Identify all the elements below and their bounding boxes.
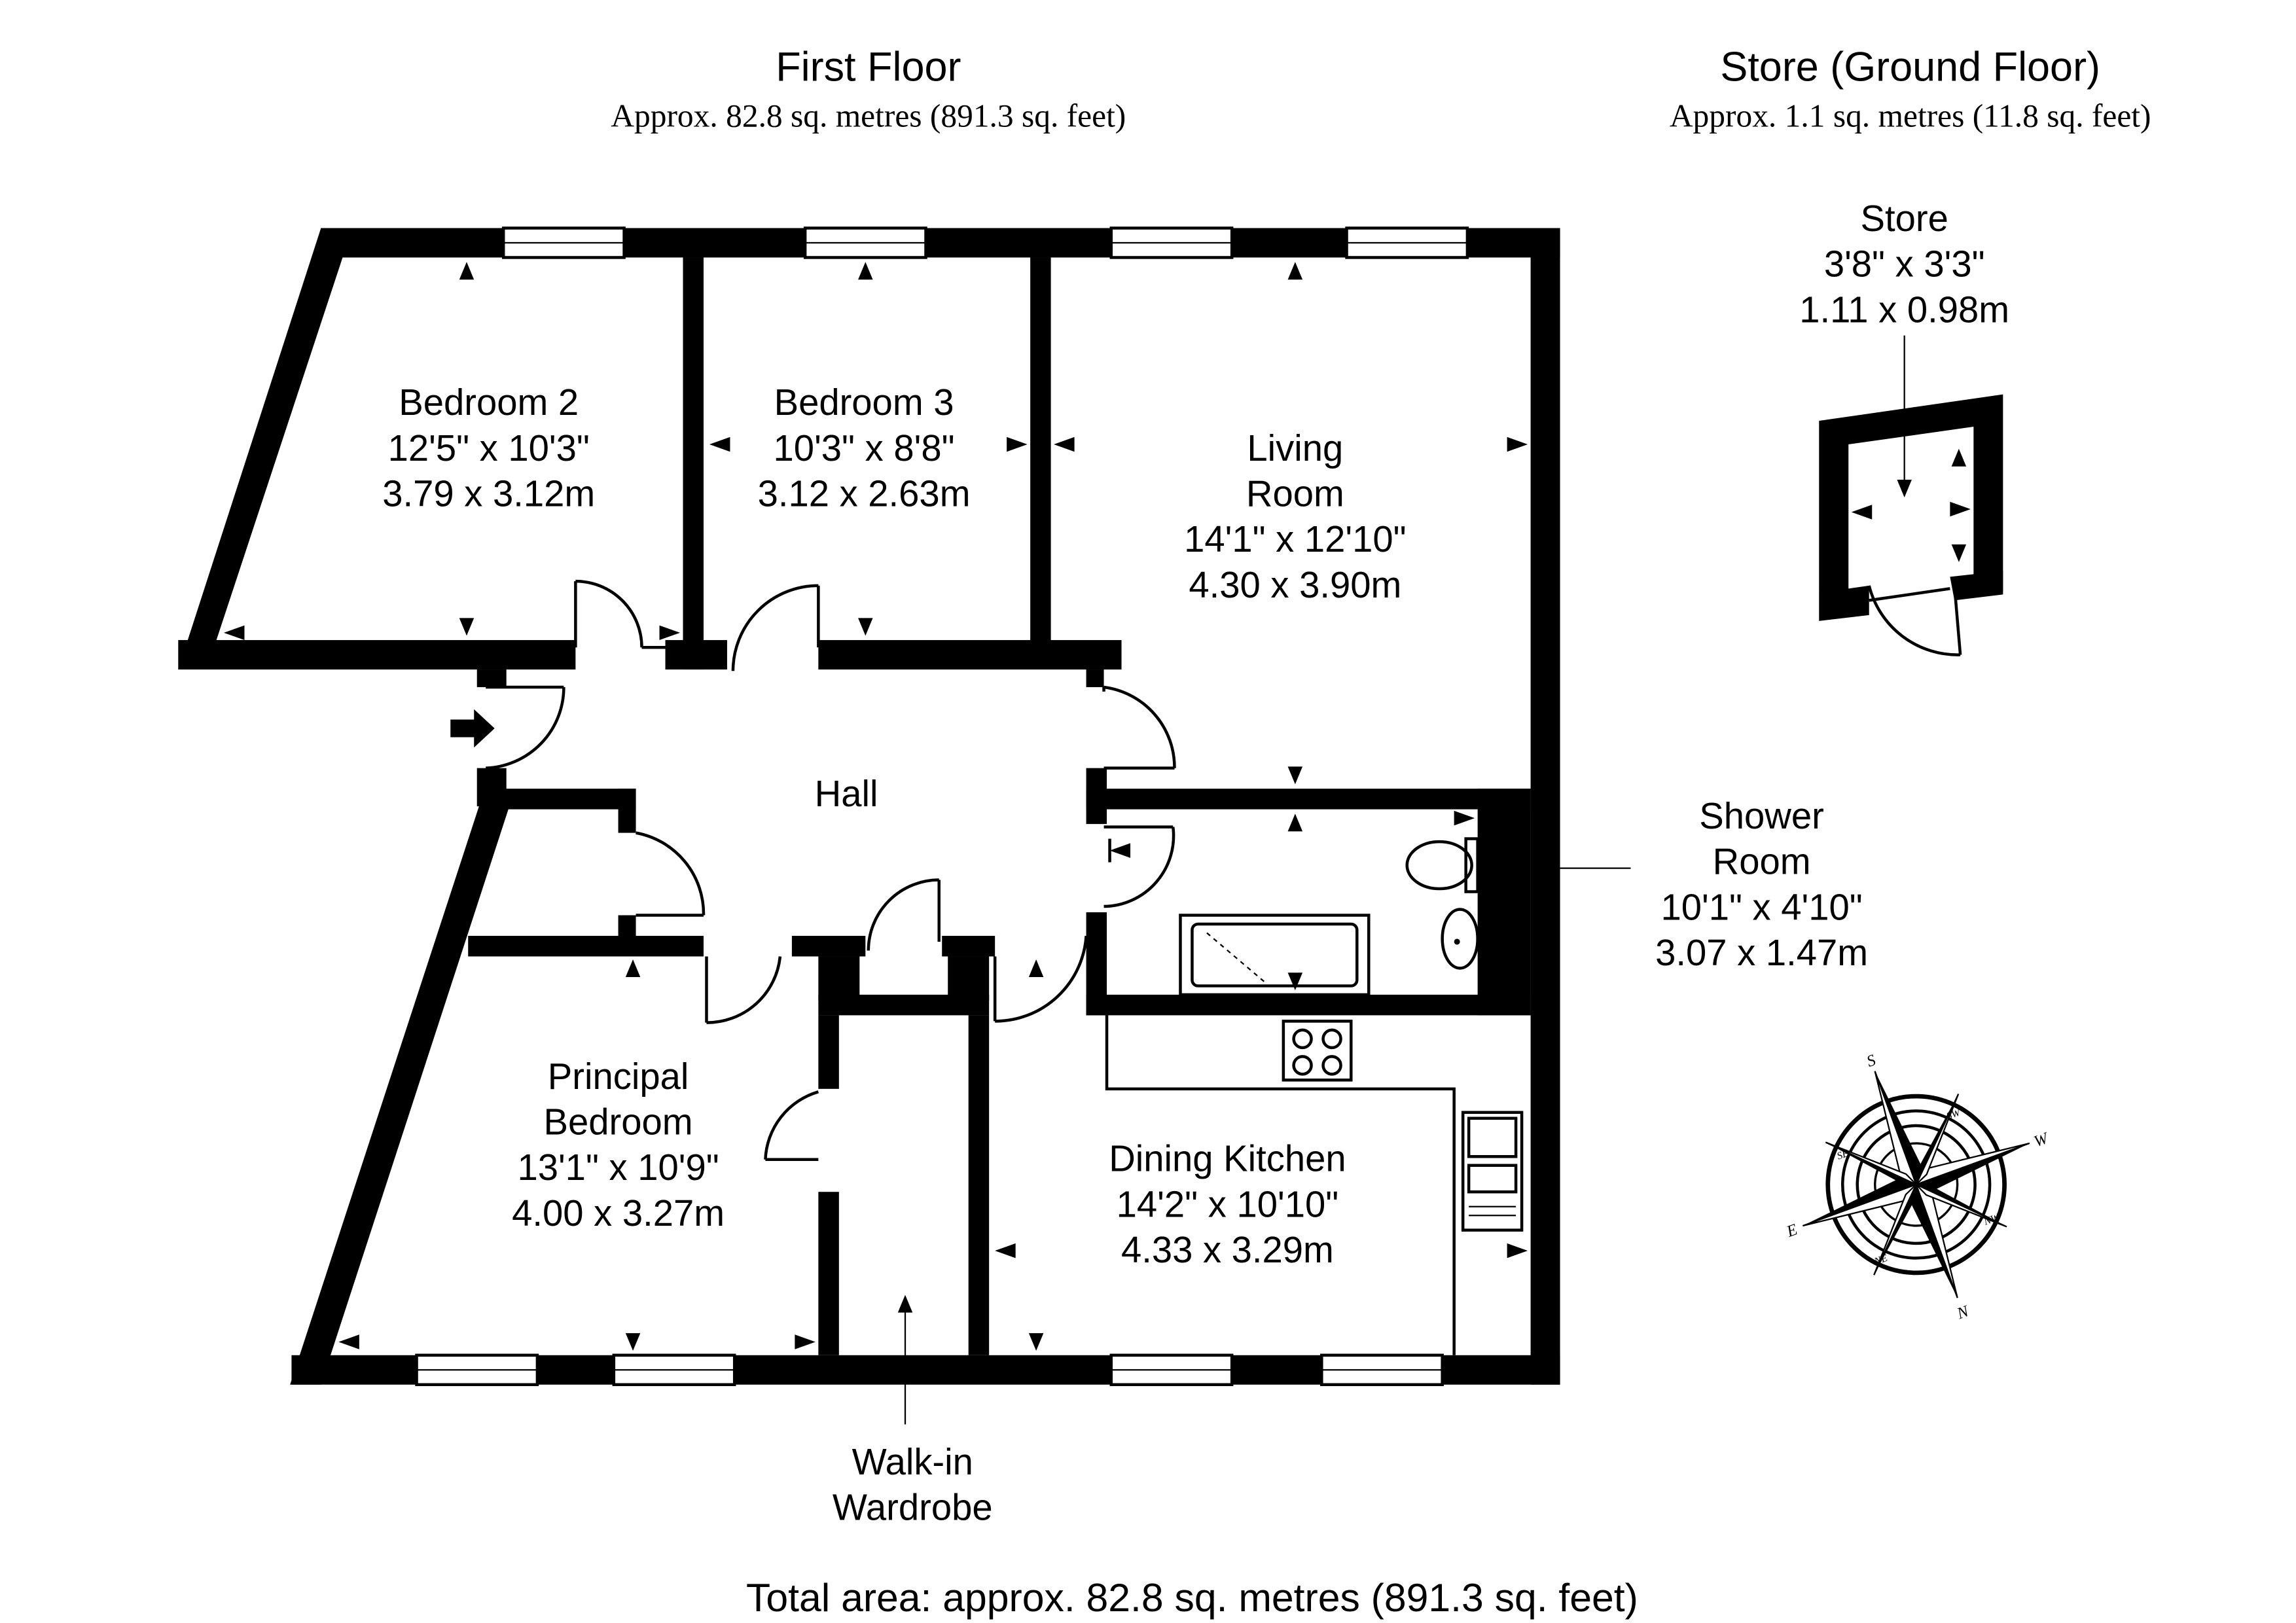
bedroom-2-name: Bedroom 2: [399, 382, 579, 423]
room-label-bedroom-2: Bedroom 2 12'5" x 10'3" 3.79 x 3.12m: [382, 382, 595, 514]
dining-kitchen-name: Dining Kitchen: [1109, 1138, 1346, 1179]
hall-name: Hall: [815, 773, 878, 814]
living-room-name-line1: Living: [1247, 427, 1343, 469]
bedroom-2-imperial: 12'5" x 10'3": [388, 427, 590, 469]
first-floor-title: First Floor: [776, 45, 961, 90]
room-label-shower-room: Shower Room 10'1" x 4'10" 3.07 x 1.47m: [1655, 795, 1868, 973]
bedroom-3-name: Bedroom 3: [774, 382, 954, 423]
compass-west: W: [2032, 1129, 2052, 1150]
total-area: Total area: approx. 82.8 sq. metres (891…: [746, 1575, 1638, 1620]
principal-bedroom-imperial: 13'1" x 10'9": [517, 1147, 719, 1188]
room-label-walk-in-wardrobe: Walk-in Wardrobe: [833, 1441, 993, 1528]
room-label-store: Store 3'8" x 3'3" 1.11 x 0.98m: [1799, 198, 2009, 330]
store-floor-title: Store (Ground Floor): [1720, 45, 2100, 90]
store-name: Store: [1861, 198, 1948, 239]
compass-north: N: [1954, 1302, 1972, 1323]
doors: [486, 579, 1176, 1161]
living-room-name-line2: Room: [1246, 473, 1344, 514]
fixtures: [1105, 837, 1524, 1355]
store-metric: 1.11 x 0.98m: [1799, 289, 2009, 330]
principal-bedroom-name-line1: Principal: [548, 1056, 689, 1097]
shower-room-name-line2: Room: [1713, 841, 1811, 882]
compass-se: SE: [1835, 1148, 1850, 1162]
bedroom-3-metric: 3.12 x 2.63m: [758, 473, 971, 514]
compass-sw: SW: [1945, 1107, 1963, 1122]
room-label-living-room: Living Room 14'1" x 12'10" 4.30 x 3.90m: [1184, 427, 1407, 605]
room-label-bedroom-3: Bedroom 3 10'3" x 8'8" 3.12 x 2.63m: [758, 382, 971, 514]
living-room-imperial: 14'1" x 12'10": [1184, 518, 1407, 560]
store-floor-area: Approx. 1.1 sq. metres (11.8 sq. feet): [1670, 98, 2151, 134]
shower-room-metric: 3.07 x 1.47m: [1655, 932, 1868, 973]
principal-bedroom-metric: 4.00 x 3.27m: [512, 1192, 725, 1234]
dimension-arrows: [223, 262, 1528, 1351]
wardrobe-name-line1: Walk-in: [852, 1441, 973, 1482]
first-floor-area: Approx. 82.8 sq. metres (891.3 sq. feet): [611, 98, 1126, 134]
shower-room-name-line1: Shower: [1699, 795, 1824, 836]
compass-south: S: [1865, 1051, 1878, 1071]
internal-walls: [468, 257, 1531, 1355]
compass-rose-icon: S W N E SW NW NE SE: [1784, 1051, 2052, 1323]
bedroom-3-imperial: 10'3" x 8'8": [774, 427, 955, 469]
compass-ne: NE: [1873, 1253, 1890, 1268]
shower-room-imperial: 10'1" x 4'10": [1660, 886, 1862, 927]
dining-kitchen-imperial: 14'2" x 10'10": [1117, 1183, 1339, 1224]
compass-east: E: [1784, 1221, 1799, 1241]
room-label-dining-kitchen: Dining Kitchen 14'2" x 10'10" 4.33 x 3.2…: [1109, 1138, 1346, 1270]
store-plan: [1819, 335, 2003, 656]
bedroom-2-metric: 3.79 x 3.12m: [382, 473, 595, 514]
living-room-metric: 4.30 x 3.90m: [1189, 564, 1401, 605]
windows: [415, 226, 1469, 1387]
outer-walls: [178, 228, 1560, 1385]
room-label-principal-bedroom: Principal Bedroom 13'1" x 10'9" 4.00 x 3…: [512, 1056, 725, 1234]
store-imperial: 3'8" x 3'3": [1824, 243, 1985, 285]
principal-bedroom-name-line2: Bedroom: [544, 1101, 693, 1143]
wardrobe-name-line2: Wardrobe: [833, 1487, 993, 1528]
dining-kitchen-metric: 4.33 x 3.29m: [1121, 1229, 1334, 1270]
